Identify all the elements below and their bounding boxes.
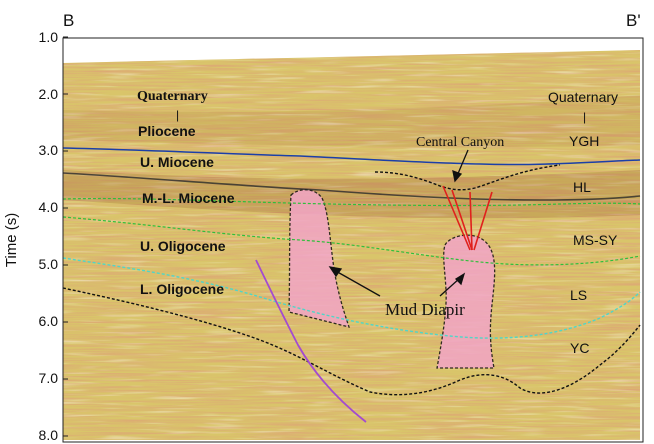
label-u-oligocene: U. Oligocene [140, 238, 226, 254]
y-tick-label: 3.0 [39, 142, 59, 158]
y-tick-label: 8.0 [39, 427, 59, 443]
label-mud-diapir: Mud Diapir [385, 300, 465, 319]
section-start-label: B [63, 11, 74, 30]
y-tick-label: 5.0 [39, 256, 59, 272]
y-tick-label: 2.0 [39, 86, 59, 102]
label-divider-right: | [583, 110, 586, 124]
label-ls: LS [570, 287, 587, 303]
label-yc: YC [570, 340, 589, 356]
label-ygh: YGH [569, 133, 599, 149]
label-pliocene: Pliocene [138, 123, 196, 139]
label-ms-sy: MS-SY [573, 232, 618, 248]
label-divider-left: | [176, 108, 179, 122]
y-tick-label: 6.0 [39, 313, 59, 329]
label-hl: HL [573, 179, 591, 195]
y-tick-label: 4.0 [39, 199, 59, 215]
label-quaternary-left: Quaternary [137, 89, 208, 104]
section-end-label: B' [626, 11, 641, 30]
label-l-oligocene: L. Oligocene [140, 281, 224, 297]
label-ml-miocene: M.-L. Miocene [142, 190, 235, 206]
label-u-miocene: U. Miocene [140, 154, 214, 170]
y-tick-label: 1.0 [39, 29, 59, 45]
label-quaternary-right: Quaternary [548, 89, 618, 105]
y-axis-title: Time (s) [3, 213, 20, 267]
y-tick-label: 7.0 [39, 370, 59, 386]
label-central-canyon: Central Canyon [416, 135, 504, 150]
